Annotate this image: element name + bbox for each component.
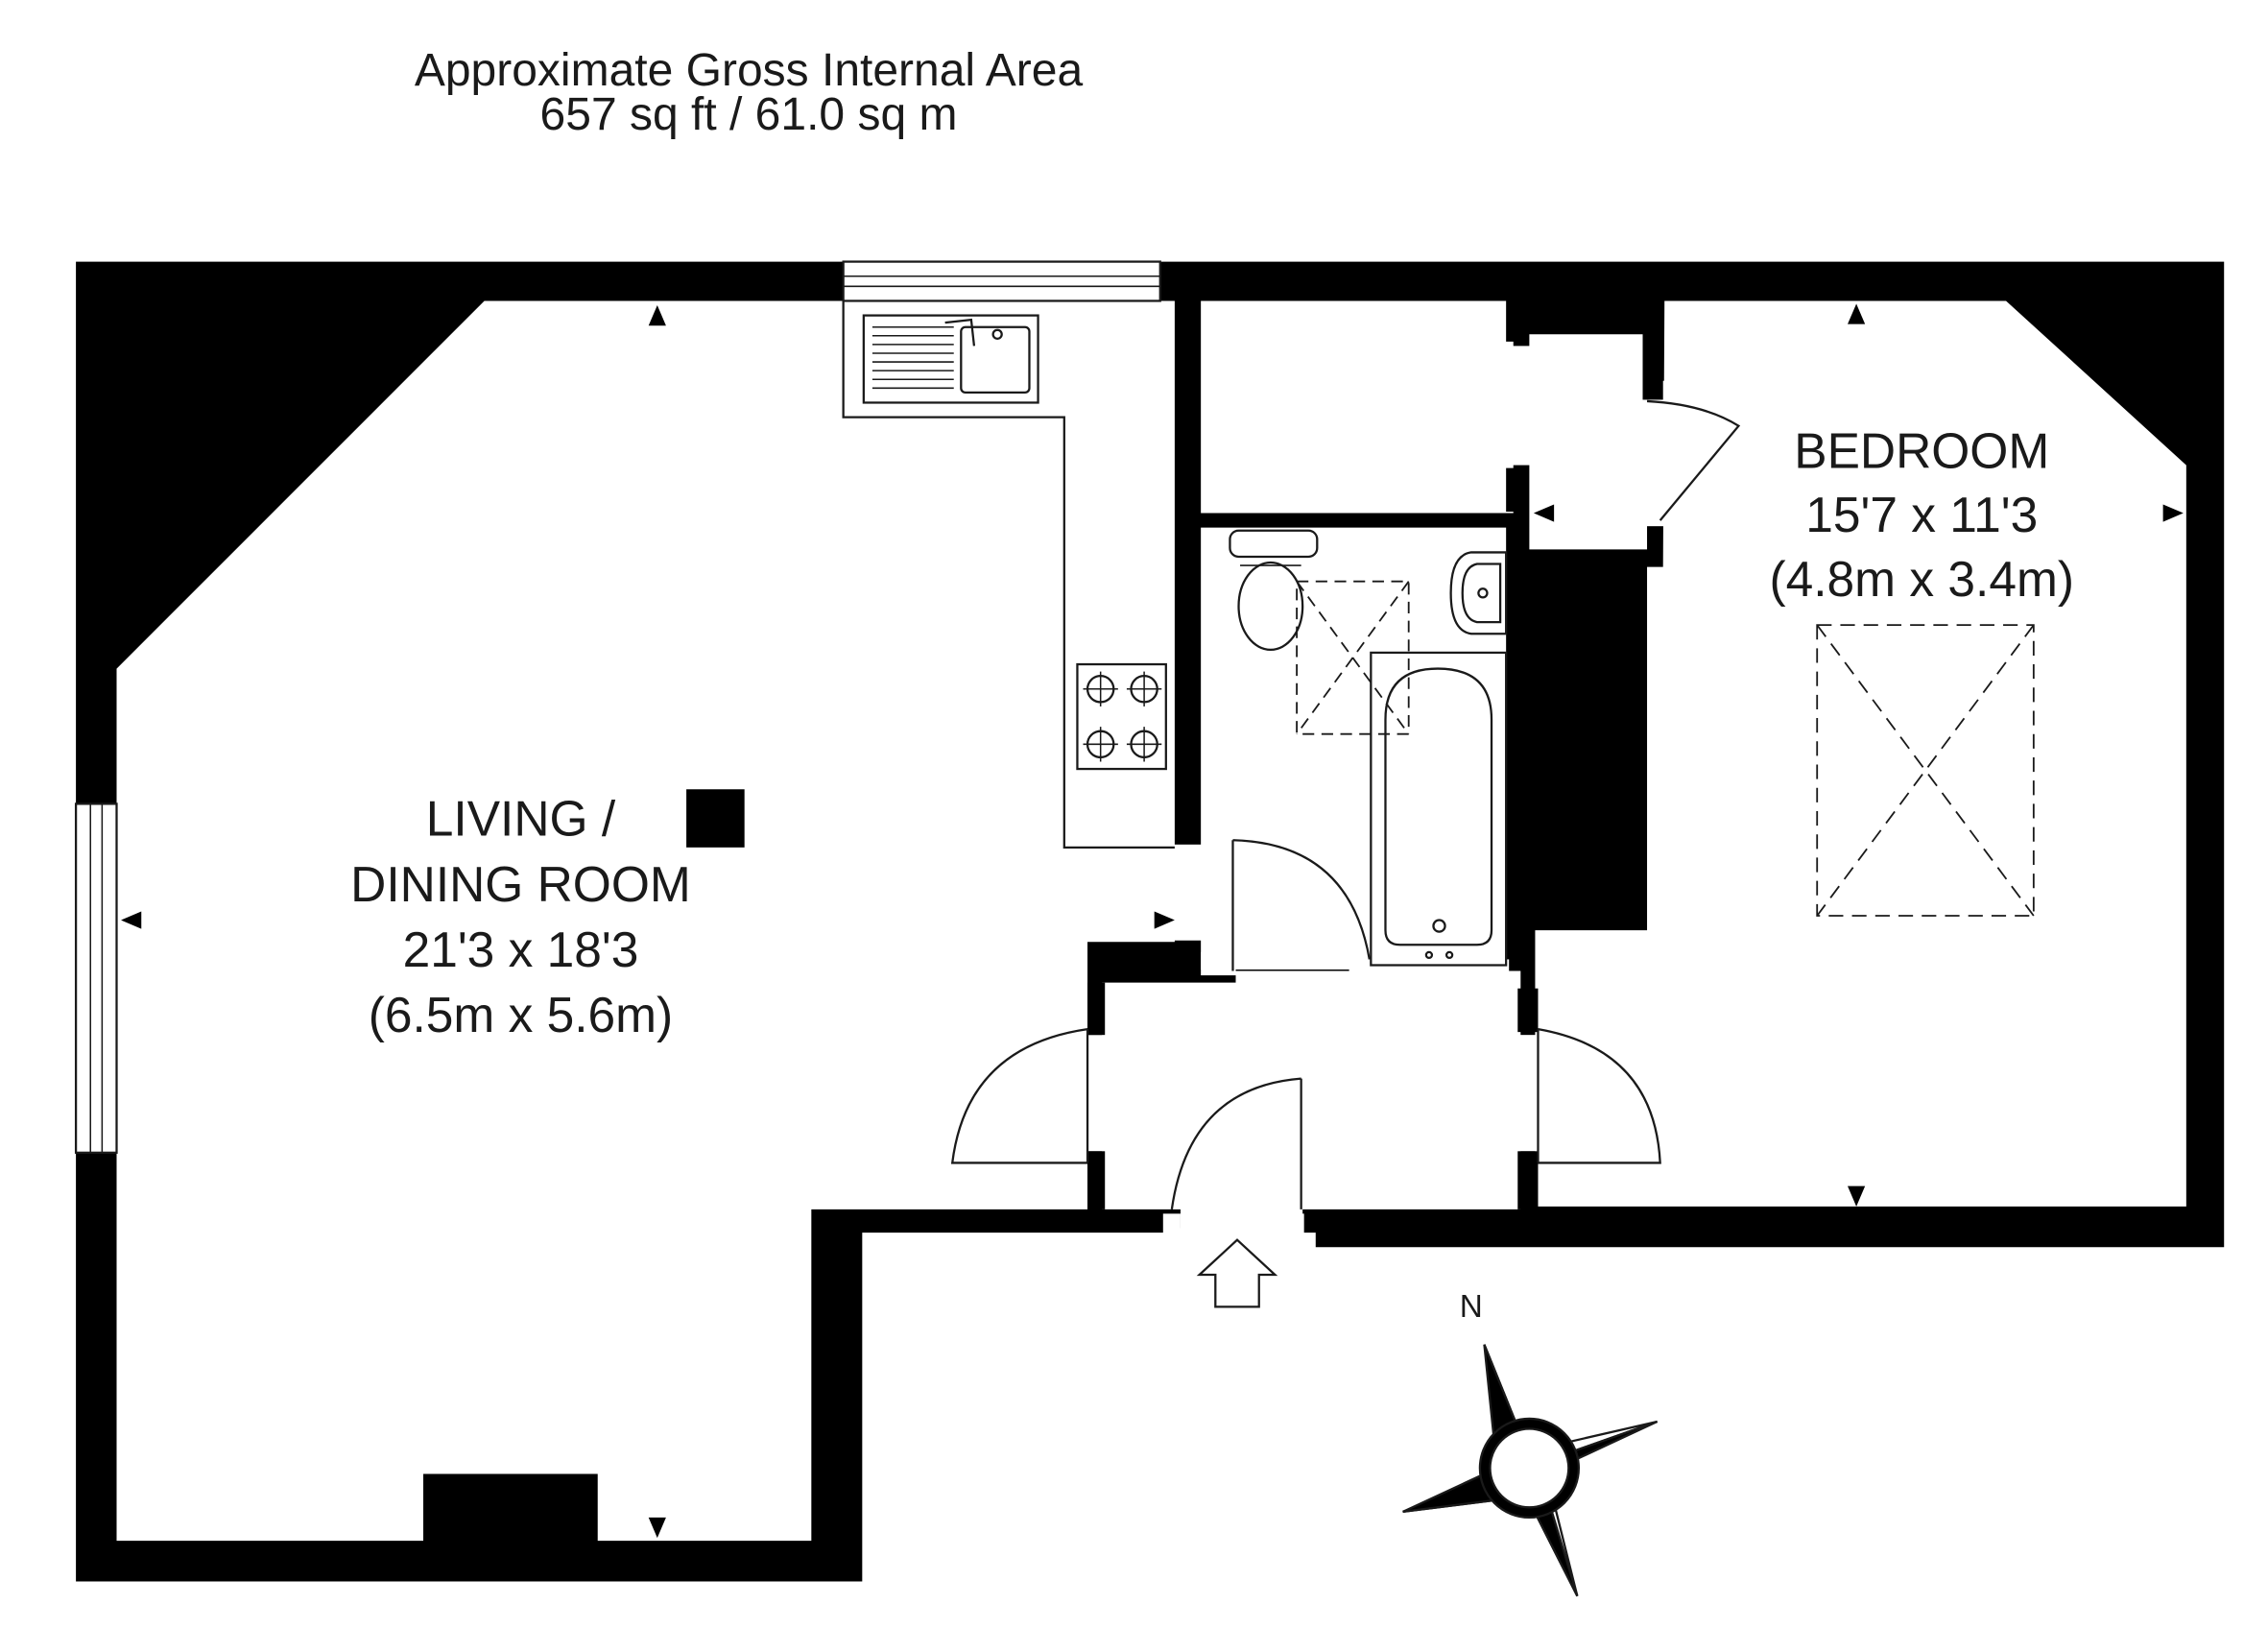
north-compass-icon: [1402, 1344, 1659, 1597]
living-room-label: LIVING / DINING ROOM 21'3 x 18'3 (6.5m x…: [350, 791, 691, 1042]
wall-stubs: [1087, 300, 1663, 1209]
window-left: [74, 802, 118, 1154]
chimney-breast: [423, 1473, 598, 1544]
bedroom-label: BEDROOM 15'7 x 11'3 (4.8m x 3.4m): [1770, 423, 2074, 607]
hob-icon: [1076, 662, 1167, 771]
walls: [76, 261, 2225, 1582]
bath-icon: [1370, 651, 1508, 967]
window-top: [842, 260, 1161, 302]
bathroom-skylight-icon: [1296, 580, 1410, 735]
bedroom-skylight-icon: [1816, 624, 2035, 917]
living-room-imperial: 21'3 x 18'3: [403, 922, 639, 977]
bedroom-metric: (4.8m x 3.4m): [1770, 551, 2074, 607]
wc-icon: [1229, 529, 1319, 652]
column-block: [686, 789, 745, 848]
dimension-arrows: [121, 303, 2184, 1539]
sink-icon: [862, 314, 1039, 404]
entrance-arrow-icon: [1196, 1238, 1278, 1308]
doors: [950, 399, 1741, 1210]
bedroom-imperial: 15'7 x 11'3: [1805, 487, 2038, 542]
bedroom-name: BEDROOM: [1794, 423, 2049, 479]
plan-title: Approximate Gross Internal Area: [414, 45, 1084, 96]
compass-north-label: N: [1460, 1289, 1483, 1325]
living-room-name-line1: LIVING /: [426, 791, 616, 847]
kitchen-worktop: [842, 300, 1175, 849]
living-room-metric: (6.5m x 5.6m): [369, 987, 673, 1042]
gross-area: 657 sq ft / 61.0 sq m: [539, 89, 958, 140]
door-openings: [1087, 346, 1672, 1236]
basin-icon: [1449, 551, 1508, 635]
living-room-name-line2: DINING ROOM: [350, 856, 691, 912]
